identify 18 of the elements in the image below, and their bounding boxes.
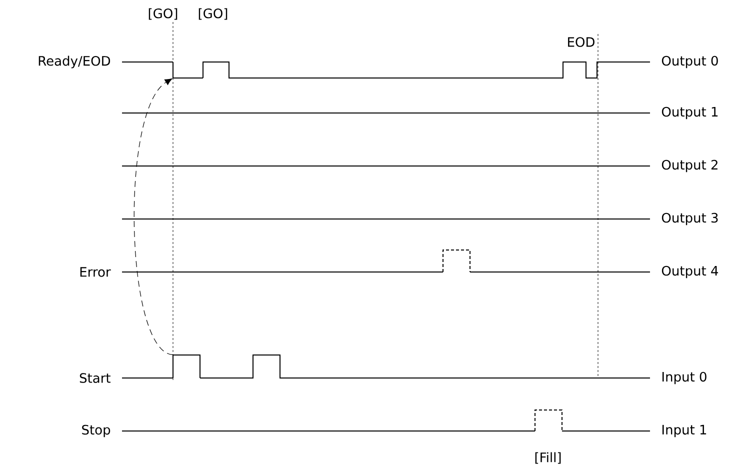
signal-label: Output 3 <box>662 212 718 226</box>
signal-label: Error <box>80 267 111 277</box>
signal-label: Start <box>80 373 110 383</box>
signal-label: Output 2 <box>662 160 718 172</box>
dashed-arrow <box>134 78 174 356</box>
falling-edge <box>172 62 204 78</box>
signal-label: [Fill] <box>535 452 561 464</box>
signal-label: Output 1 <box>662 106 718 120</box>
signal-label: Input 1 <box>662 424 706 438</box>
pulse <box>172 354 200 378</box>
signal-label: EOD <box>568 37 594 47</box>
signal-label: Ready/EOD <box>38 56 110 68</box>
signal-label: Output 4 <box>662 266 718 278</box>
signal-label: [GO] <box>148 8 178 20</box>
signal-label: [GO] <box>198 8 228 20</box>
signal-label: Output 0 <box>662 56 718 68</box>
signal-label: Stop <box>82 424 110 438</box>
signal-label: Input 0 <box>662 372 706 384</box>
